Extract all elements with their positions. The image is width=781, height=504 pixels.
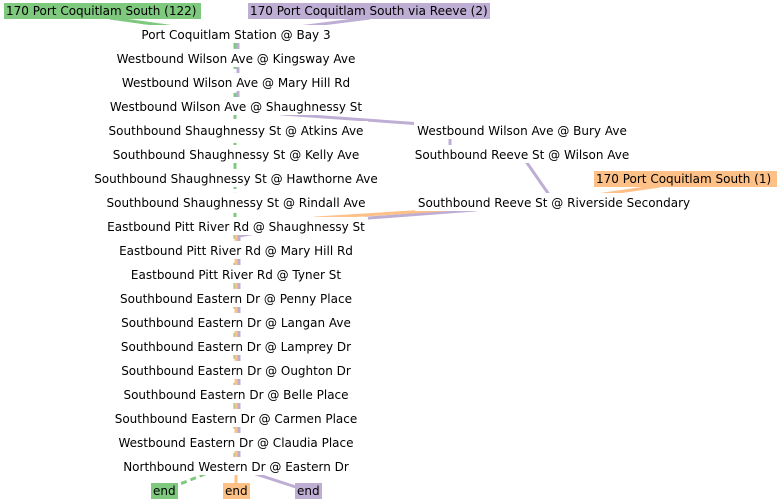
end-label-green: end	[153, 484, 176, 498]
stop-label: Southbound Reeve St @ Wilson Ave	[415, 148, 630, 162]
end-label-orange-bg	[223, 483, 250, 499]
branch-stops: Westbound Wilson Ave @ Bury Ave Southbou…	[411, 121, 693, 211]
stop-label: Southbound Eastern Dr @ Oughton Dr	[121, 364, 351, 378]
stop-label: Southbound Shaughnessy St @ Atkins Ave	[109, 124, 364, 138]
route-label-orange: 170 Port Coquitlam South (1)	[596, 172, 771, 186]
route-label-green: 170 Port Coquitlam South (122)	[6, 4, 196, 18]
stop-label: Southbound Shaughnessy St @ Hawthorne Av…	[94, 172, 378, 186]
stop-label: Southbound Eastern Dr @ Penny Place	[120, 292, 352, 306]
stop-label: Southbound Eastern Dr @ Langan Ave	[121, 316, 351, 330]
stop-label: Port Coquitlam Station @ Bay 3	[141, 28, 330, 42]
stop-label: Eastbound Pitt River Rd @ Shaughnessy St	[107, 220, 365, 234]
route-label-orange-bg	[594, 171, 777, 187]
main-stops: Port Coquitlam Station @ Bay 3 Westbound…	[90, 25, 382, 475]
end-label-green-bg	[151, 483, 178, 499]
stop-label: Westbound Wilson Ave @ Mary Hill Rd	[122, 76, 350, 90]
stop-label: Westbound Eastern Dr @ Claudia Place	[118, 436, 353, 450]
stop-label: Southbound Shaughnessy St @ Rindall Ave	[107, 196, 366, 210]
route-label-green-bg	[4, 3, 201, 19]
stop-label: Southbound Eastern Dr @ Lamprey Dr	[121, 340, 351, 354]
stop-label: Eastbound Pitt River Rd @ Tyner St	[131, 268, 341, 282]
stop-label: Westbound Wilson Ave @ Shaughnessy St	[110, 100, 362, 114]
stop-label: Southbound Reeve St @ Riverside Secondar…	[418, 196, 690, 210]
end-labels: end end end	[151, 483, 322, 499]
end-label-orange: end	[225, 484, 248, 498]
end-label-purple: end	[297, 484, 320, 498]
stop-label: Eastbound Pitt River Rd @ Mary Hill Rd	[119, 244, 353, 258]
stop-label: Southbound Shaughnessy St @ Kelly Ave	[113, 148, 359, 162]
route-label-purple-bg	[248, 3, 490, 19]
route-headers: 170 Port Coquitlam South (122) 170 Port …	[4, 3, 777, 187]
end-label-purple-bg	[295, 483, 322, 499]
stop-label: Southbound Eastern Dr @ Belle Place	[123, 388, 348, 402]
stop-label: Southbound Eastern Dr @ Carmen Place	[115, 412, 358, 426]
stop-label: Westbound Wilson Ave @ Kingsway Ave	[117, 52, 356, 66]
stop-label: Northbound Western Dr @ Eastern Dr	[123, 460, 349, 474]
stop-label: Westbound Wilson Ave @ Bury Ave	[417, 124, 627, 138]
route-label-purple: 170 Port Coquitlam South via Reeve (2)	[250, 4, 488, 18]
